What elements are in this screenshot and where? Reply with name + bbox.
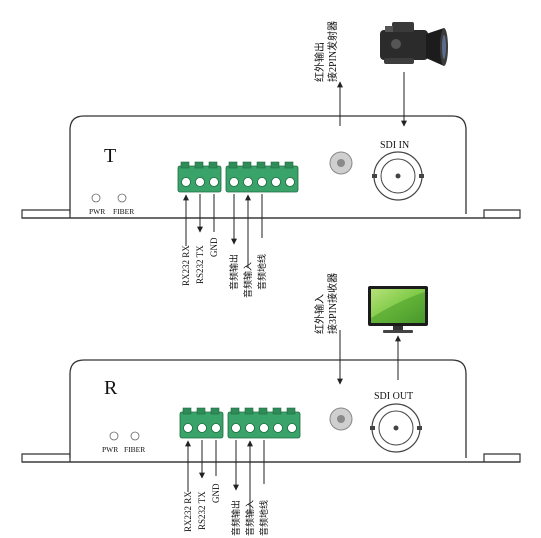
rs232-tx-label: RS232 TX [197,491,207,530]
pwr-led-label: PWR [89,207,105,216]
rs232-rx-label: RX232 RX [181,245,191,286]
rs232-tx-label: RS232 TX [195,245,205,284]
audio-in-label: 音频输入 [244,500,255,536]
audio-gnd-label: 音频地线 [256,254,267,290]
audio-gnd-label: 音频地线 [258,500,269,536]
rs232-terminal-block-icon [179,407,224,439]
ir-note-line-2: 接3PIN接收器 [326,273,339,334]
fiber-led-icon [130,431,140,441]
rs232-rx-label: RX232 RX [183,491,193,532]
ir-note-line-1: 红外输入 [313,294,326,334]
sdi-bnc-connector-icon [370,403,422,453]
audio-out-label: 音频输出 [228,254,239,290]
pwr-led-icon [109,431,119,441]
fiber-led-icon [117,193,127,203]
fiber-led-label: FIBER [113,207,134,216]
audio-in-label: 音频输入 [242,262,253,298]
gnd-label: GND [211,483,221,503]
audio-terminal-block-icon [227,407,301,439]
pwr-led-icon [91,193,101,203]
pwr-led-label: PWR [102,445,118,454]
sdi-out-label: SDI OUT [374,391,413,402]
transmitter-letter: T [104,145,116,167]
rs232-terminal-block-icon [177,161,222,193]
fiber-led-label: FIBER [124,445,145,454]
receiver-unit: R PWR FIBER [21,273,521,536]
ir-jack-icon [329,407,353,431]
gnd-label: GND [209,237,219,257]
ir-note-line-2: 接2PIN发射器 [326,21,339,82]
transmitter-enclosure [69,115,467,214]
video-camera-icon [380,22,448,66]
sdi-in-label: SDI IN [380,140,409,151]
transmitter-unit: T PWR FIBER [21,21,521,298]
audio-out-label: 音频输出 [230,500,241,536]
receiver-enclosure [69,359,467,458]
ir-jack-icon [329,151,353,175]
sdi-bnc-connector-icon [372,151,424,201]
audio-terminal-block-icon [225,161,299,193]
ir-note-line-1: 红外输出 [313,42,326,82]
receiver-letter: R [104,377,118,399]
monitor-icon [368,286,428,333]
